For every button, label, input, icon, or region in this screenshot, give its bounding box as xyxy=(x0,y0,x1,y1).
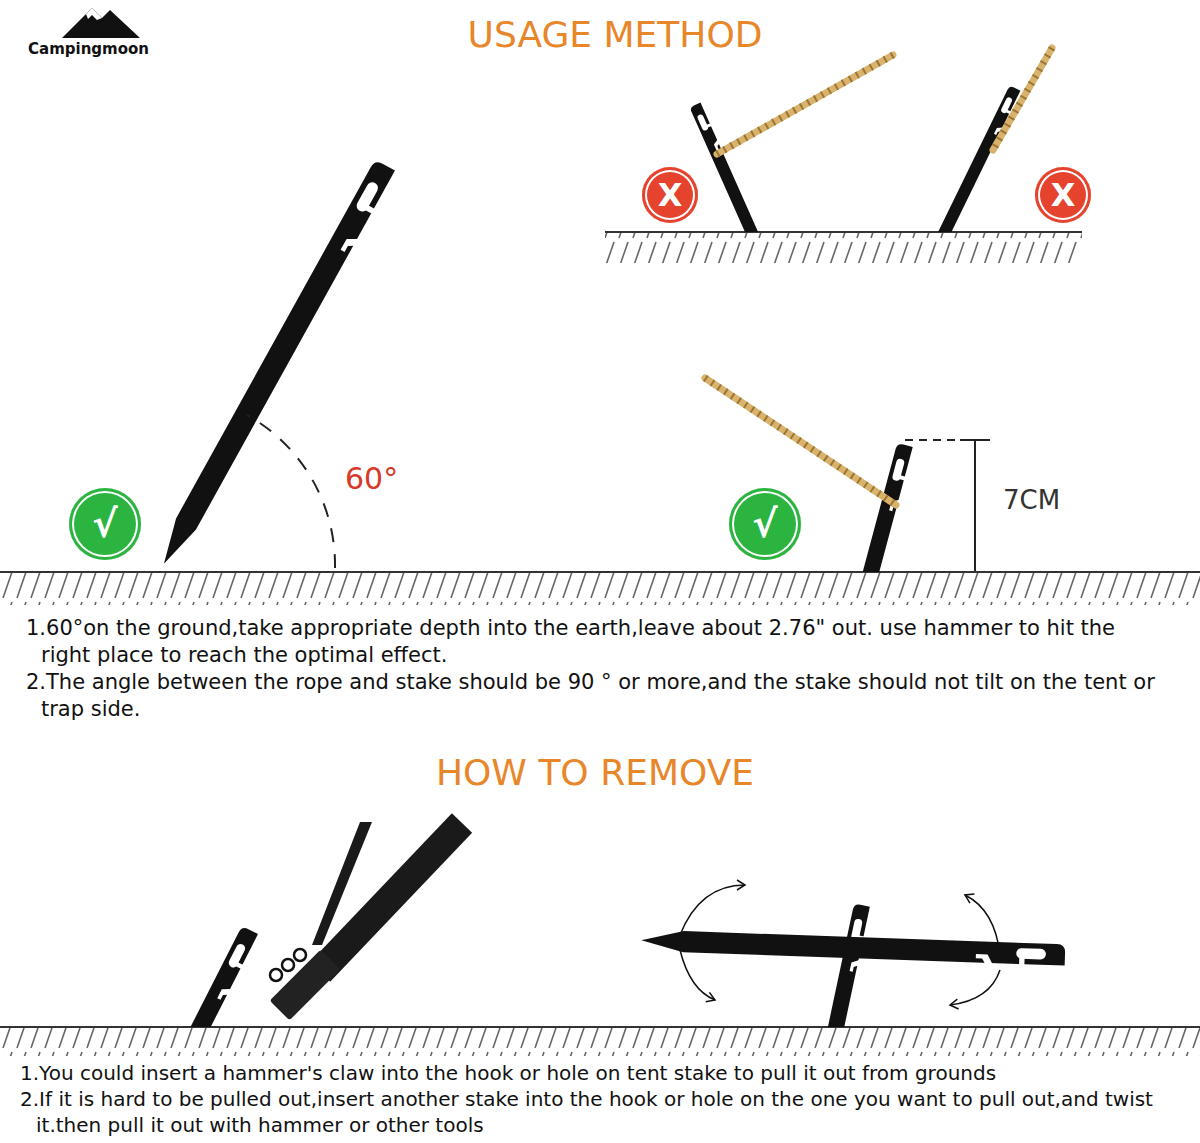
dimension-label-box: 7CM xyxy=(1003,484,1060,517)
title-box: USAGE METHOD xyxy=(300,12,930,57)
correct-mark: √ xyxy=(69,488,141,560)
wrong-mark: X xyxy=(642,167,698,223)
instruction-text-box: 1.You could insert a hammer's claw into … xyxy=(20,1060,1200,1086)
dimension-label: 7CM xyxy=(1003,485,1060,515)
instruction-text: 2.If it is hard to be pulled out,insert … xyxy=(20,1087,1153,1137)
correct-mark: √ xyxy=(729,488,801,560)
angle-label-box: 60° xyxy=(345,460,398,498)
section-heading: HOW TO REMOVE xyxy=(436,752,754,793)
wrong-mark-text: X xyxy=(1051,176,1076,214)
logo-text-box: Campingmoon xyxy=(28,40,149,59)
ground-hatch xyxy=(0,1028,1200,1056)
stake-rope-correct xyxy=(705,378,990,756)
title: USAGE METHOD xyxy=(468,14,763,55)
angle-label: 60° xyxy=(345,461,398,496)
wrong-mark: X xyxy=(1035,167,1091,223)
instruction-text-box: 2.If it is hard to be pulled out,insert … xyxy=(20,1086,1200,1138)
stake-60 xyxy=(154,159,396,569)
instruction-text: 1.60°on the ground,take appropriate dept… xyxy=(26,616,1115,667)
instruction-text: 2.The angle between the rope and stake s… xyxy=(26,670,1155,721)
logo-mountain xyxy=(62,8,140,38)
instruction-text: 1.You could insert a hammer's claw into … xyxy=(20,1061,996,1085)
correct-mark-text: √ xyxy=(752,502,777,546)
instruction-text-box: 2.The angle between the rope and stake s… xyxy=(26,669,1171,724)
ground-line xyxy=(0,1026,1200,1028)
section-heading-box: HOW TO REMOVE xyxy=(300,750,890,795)
wrong-mark-text: X xyxy=(658,176,683,214)
instruction-text-box: 1.60°on the ground,take appropriate dept… xyxy=(26,615,1171,670)
correct-mark-text: √ xyxy=(92,502,117,546)
logo-text: Campingmoon xyxy=(28,40,149,58)
ground-hatch xyxy=(0,573,1200,605)
ground-line xyxy=(0,571,1200,573)
wrong-panel xyxy=(605,48,1082,327)
